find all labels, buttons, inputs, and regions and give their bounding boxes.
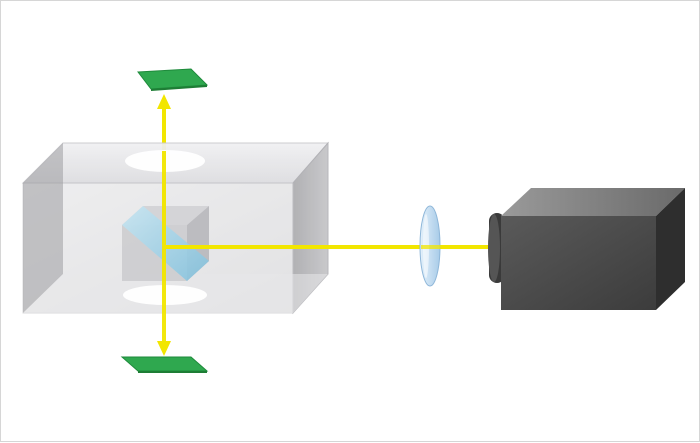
camera-top (501, 188, 685, 216)
sensor-bottom (120, 356, 209, 372)
camera-lens-barrel-rim (488, 214, 500, 282)
camera-side (656, 188, 685, 310)
beam-up-arrowhead (157, 94, 171, 109)
beam-down-arrowhead (157, 341, 171, 356)
sensor-top-edge (151, 85, 207, 91)
camera-front (501, 216, 656, 310)
housing-left-wall (23, 143, 63, 313)
sensor-bottom-edge (138, 371, 207, 373)
